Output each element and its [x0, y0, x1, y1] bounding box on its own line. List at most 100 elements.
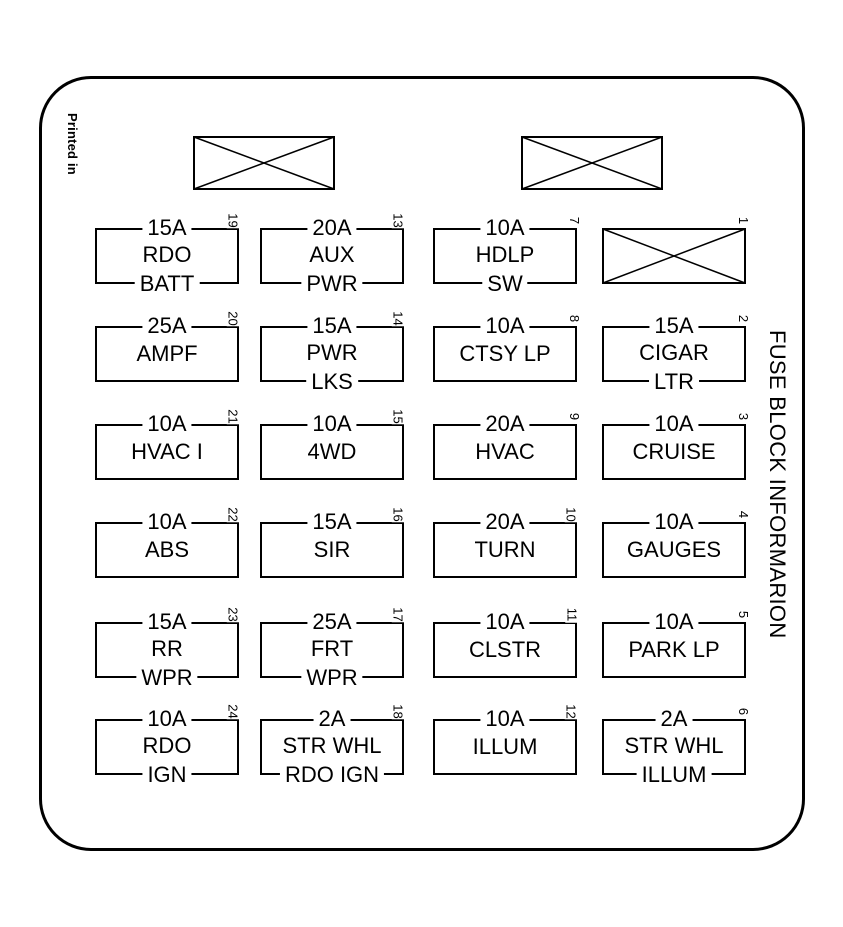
fuse-number: 13 [390, 212, 406, 229]
fuse-label-2: BATT [134, 273, 200, 295]
fuse-3: 10A CRUISE 3 [602, 411, 751, 480]
fuse-label-2: WPR [301, 667, 363, 689]
fuse-number: 7 [566, 215, 582, 226]
fuse-label: AMPF [136, 341, 198, 366]
fuse-4: 10A GAUGES 4 [602, 509, 751, 578]
fuse-label: TURN [474, 537, 536, 562]
fuse-label: RDO [142, 242, 192, 267]
fuse-slot-number: 1 [735, 215, 751, 226]
fuse-amperage: 20A [480, 413, 530, 435]
fuse-label: HVAC I [131, 439, 203, 464]
fuse-label: PARK LP [628, 637, 720, 662]
fuse-number: 21 [225, 408, 241, 425]
fuse-amperage: 10A [142, 708, 192, 730]
fuse-number: 18 [390, 703, 406, 720]
fuse-18: 2A STR WHL RDO IGN 18 [260, 703, 405, 786]
fuse-amperage: 25A [142, 315, 192, 337]
fuse-number: 24 [225, 703, 241, 720]
fuse-amperage: 10A [480, 708, 530, 730]
fuse-amperage: 15A [307, 315, 357, 337]
fuse-block-title: FUSE BLOCK INFORMARION [765, 330, 790, 639]
fuse-slot-empty: 1 [602, 215, 751, 284]
fuse-label: STR WHL [624, 733, 724, 758]
fuse-11: 10A CLSTR 11 [433, 606, 579, 678]
fuse-label-2: LKS [306, 371, 358, 393]
fuse-label-2: ILLUM [636, 764, 712, 786]
fuse-20: 25A AMPF 20 [95, 310, 240, 382]
fuse-amperage: 15A [649, 315, 699, 337]
fuse-amperage: 15A [142, 217, 192, 239]
fuse-10: 20A TURN 10 [433, 506, 578, 578]
fuse-number: 6 [735, 706, 751, 717]
fuse-amperage: 10A [649, 413, 699, 435]
fuse-amperage: 10A [649, 611, 699, 633]
fuse-number: 19 [225, 212, 241, 229]
fuse-amperage: 15A [142, 611, 192, 633]
fuse-label: RDO [142, 733, 192, 758]
fuse-22: 10A ABS 22 [95, 506, 240, 578]
fuse-amperage: 10A [142, 413, 192, 435]
relay-slot-left [193, 136, 335, 190]
fuse-number: 17 [390, 606, 406, 623]
fuse-label: AUX [309, 242, 355, 267]
fuse-amperage: 10A [649, 511, 699, 533]
fuse-number: 4 [735, 509, 751, 520]
fuse-amperage: 10A [480, 611, 530, 633]
relay-slot-right [521, 136, 663, 190]
fuse-amperage: 20A [307, 217, 357, 239]
fuse-label-2: LTR [649, 371, 699, 393]
fuse-15: 10A 4WD 15 [260, 408, 405, 480]
fuse-amperage: 2A [655, 708, 693, 730]
fuse-label: ILLUM [472, 734, 538, 759]
fuse-label: SIR [313, 537, 351, 562]
fuse-12: 10A ILLUM 12 [433, 703, 578, 775]
fuse-label: 4WD [307, 439, 357, 464]
fuse-label-2: RDO IGN [279, 764, 385, 786]
fuse-17: 25A FRT WPR 17 [260, 606, 405, 689]
fuse-amperage: 20A [480, 511, 530, 533]
fuse-block-panel [39, 76, 805, 851]
fuse-14: 15A PWR LKS 14 [260, 310, 405, 393]
fuse-label: ABS [144, 537, 190, 562]
fuse-8: 10A CTSY LP 8 [433, 313, 582, 382]
fuse-number: 23 [225, 606, 241, 623]
fuse-13: 20A AUX PWR 13 [260, 212, 405, 295]
fuse-number: 3 [735, 411, 751, 422]
fuse-amperage: 10A [480, 217, 530, 239]
fuse-label: CTSY LP [459, 341, 551, 366]
fuse-label-2: PWR [301, 273, 363, 295]
fuse-amperage: 25A [307, 611, 357, 633]
fuse-amperage: 10A [307, 413, 357, 435]
fuse-number: 14 [390, 310, 406, 327]
fuse-23: 15A RR WPR 23 [95, 606, 240, 689]
fuse-label: CRUISE [632, 439, 716, 464]
fuse-number: 5 [735, 609, 751, 620]
fuse-label: HDLP [475, 242, 535, 267]
fuse-number: 16 [390, 506, 406, 523]
fuse-9: 20A HVAC 9 [433, 411, 582, 480]
fuse-number: 20 [225, 310, 241, 327]
fuse-number: 9 [566, 411, 582, 422]
fuse-label: PWR [306, 340, 358, 365]
fuse-7: 10A HDLP SW 7 [433, 215, 582, 295]
fuse-number: 8 [566, 313, 582, 324]
fuse-number: 10 [563, 506, 579, 523]
fuse-label: CIGAR [639, 340, 709, 365]
fuse-number: 2 [735, 313, 751, 324]
fuse-label-2: WPR [136, 667, 198, 689]
fuse-amperage: 10A [142, 511, 192, 533]
fuse-amperage: 10A [480, 315, 530, 337]
fuse-number: 12 [563, 703, 579, 720]
fuse-label: STR WHL [282, 733, 382, 758]
fuse-amperage: 15A [307, 511, 357, 533]
fuse-5: 10A PARK LP 5 [602, 609, 751, 678]
printed-in-note: Printed in [65, 113, 80, 175]
fuse-label-2: IGN [142, 764, 192, 786]
fuse-6: 2A STR WHL ILLUM 6 [602, 706, 751, 786]
fuse-label: GAUGES [626, 537, 722, 562]
fuse-amperage: 2A [313, 708, 351, 730]
fuse-label-2: SW [482, 273, 528, 295]
fuse-21: 10A HVAC I 21 [95, 408, 240, 480]
fuse-label: FRT [310, 636, 354, 661]
fuse-label: RR [151, 636, 183, 661]
